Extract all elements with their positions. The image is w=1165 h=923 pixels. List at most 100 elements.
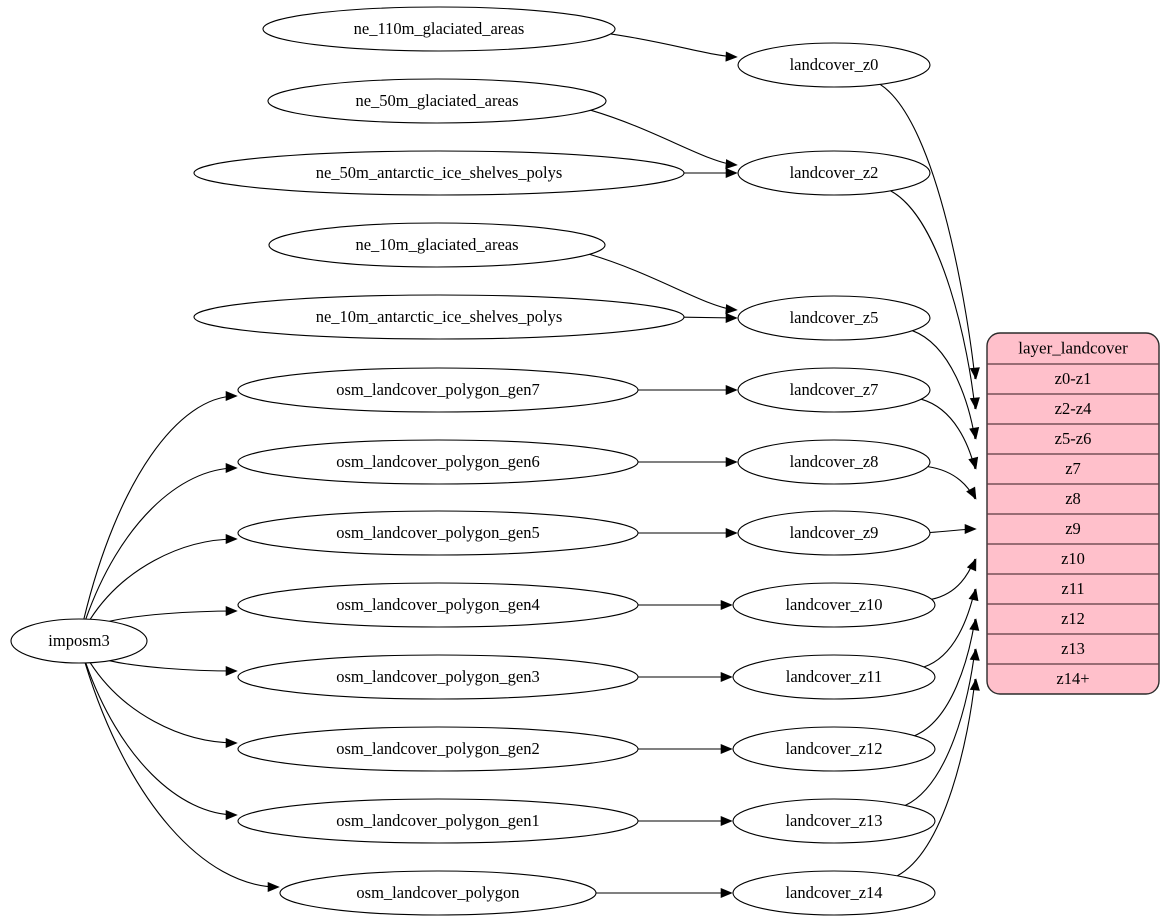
node-label: landcover_z5 [790, 308, 879, 327]
node-landcover_z5[interactable]: landcover_z5 [737, 295, 931, 341]
node-osm_landcover_polygon[interactable]: osm_landcover_polygon [279, 870, 597, 916]
edge-arrowhead [725, 167, 738, 179]
node-landcover_z11[interactable]: landcover_z11 [732, 654, 936, 700]
table-row-z13[interactable]: z13 [987, 634, 1159, 664]
node-osm_landcover_polygon_gen4[interactable]: osm_landcover_polygon_gen4 [237, 582, 639, 628]
edge-arrowhead [966, 558, 977, 572]
node-label: landcover_z7 [790, 380, 879, 399]
node-landcover_z9[interactable]: landcover_z9 [737, 510, 931, 556]
table-row-label: z8 [1065, 489, 1081, 508]
node-landcover_z7[interactable]: landcover_z7 [737, 367, 931, 413]
edge-arrowhead [969, 427, 980, 440]
edge-arrowhead [720, 743, 733, 755]
node-label: landcover_z8 [790, 452, 879, 471]
node-osm_landcover_polygon_gen1[interactable]: osm_landcover_polygon_gen1 [237, 798, 639, 844]
node-shape-natural-earth [193, 294, 685, 340]
node-shape-osm [237, 439, 639, 485]
edge-arrowhead [725, 51, 738, 62]
node-label: landcover_z9 [790, 523, 879, 542]
table-row-z11[interactable]: z11 [987, 574, 1159, 604]
edge-arrowhead [969, 397, 980, 410]
table-row-z2-z4[interactable]: z2-z4 [987, 394, 1159, 424]
edge-landcover_z10-to-row-z10 [931, 558, 976, 600]
edge-arrowhead [720, 887, 733, 899]
edge-arrowhead [725, 312, 738, 324]
edge-arrowhead [966, 486, 977, 500]
node-shape-osm [237, 726, 639, 772]
edge-landcover_z12-to-row-z12 [914, 618, 976, 737]
table-row-z10[interactable]: z10 [987, 544, 1159, 574]
node-label: osm_landcover_polygon_gen1 [336, 811, 539, 830]
edge-arrowhead [725, 456, 738, 468]
node-shape-landcover [737, 150, 931, 196]
node-ne_50m_glaciated_areas[interactable]: ne_50m_glaciated_areas [267, 78, 607, 124]
table-row-z14+[interactable]: z14+ [987, 664, 1159, 694]
node-label: ne_50m_glaciated_areas [355, 91, 518, 110]
node-ne_10m_antarctic_ice_shelves_polys[interactable]: ne_10m_antarctic_ice_shelves_polys [193, 294, 685, 340]
node-label: landcover_z2 [790, 163, 879, 182]
layer-landcover-table: layer_landcoverz0-z1z2-z4z5-z6z7z8z9z10z… [986, 332, 1160, 695]
edge-ne_110m_glaciated_areas-to-landcover_z0 [610, 33, 737, 58]
edge-arrowhead [225, 605, 238, 617]
edge-arrowhead [225, 390, 238, 402]
node-ne_110m_glaciated_areas[interactable]: ne_110m_glaciated_areas [262, 6, 616, 52]
node-landcover_z12[interactable]: landcover_z12 [732, 726, 936, 772]
node-label: osm_landcover_polygon [356, 883, 519, 902]
table-row-z7[interactable]: z7 [987, 454, 1159, 484]
edge-ne_10m_glaciated_areas-to-landcover_z5 [589, 253, 737, 311]
node-label: osm_landcover_polygon_gen5 [336, 523, 539, 542]
table-row-z9[interactable]: z9 [987, 514, 1159, 544]
node-label: landcover_z12 [785, 739, 882, 758]
nodes-layer: imposm3 ne_110m_glaciated_areas ne_50m_gla… [10, 6, 936, 916]
edge-imposm3-to-osm_landcover_polygon_gen1 [85, 662, 237, 816]
table-row-z0-z1[interactable]: z0-z1 [987, 364, 1159, 394]
edge-arrowhead [225, 737, 238, 749]
table-row-z5-z6[interactable]: z5-z6 [987, 424, 1159, 454]
node-landcover_z2[interactable]: landcover_z2 [737, 150, 931, 196]
edges-layer [83, 33, 980, 899]
edge-arrowhead [725, 384, 738, 396]
node-osm_landcover_polygon_gen6[interactable]: osm_landcover_polygon_gen6 [237, 439, 639, 485]
edge-imposm3-to-osm_landcover_polygon_gen7 [83, 395, 237, 620]
node-label: osm_landcover_polygon_gen3 [336, 667, 539, 686]
node-landcover_z10[interactable]: landcover_z10 [732, 582, 936, 628]
edge-imposm3-to-osm_landcover_polygon_gen2 [89, 662, 237, 744]
edge-arrowhead [225, 462, 238, 474]
edge-landcover_z8-to-row-z8 [927, 466, 976, 500]
edge-imposm3-to-osm_landcover_polygon_gen5 [89, 538, 237, 620]
node-shape-landcover [737, 42, 931, 88]
node-ne_50m_antarctic_ice_shelves_polys[interactable]: ne_50m_antarctic_ice_shelves_polys [193, 150, 685, 196]
node-imposm3[interactable]: imposm3 [10, 618, 148, 664]
edge-arrowhead [267, 881, 280, 893]
node-osm_landcover_polygon_gen7[interactable]: osm_landcover_polygon_gen7 [237, 367, 639, 413]
node-label: landcover_z14 [785, 883, 882, 902]
table-row-label: z9 [1065, 519, 1081, 538]
node-label: landcover_z11 [786, 667, 883, 686]
node-ne_10m_glaciated_areas[interactable]: ne_10m_glaciated_areas [268, 222, 606, 268]
edge-landcover_z5-to-row-z5-z6 [912, 330, 976, 440]
edge-imposm3-to-osm_landcover_polygon_gen4 [109, 610, 237, 622]
node-landcover_z0[interactable]: landcover_z0 [737, 42, 931, 88]
node-shape-osm [279, 870, 597, 916]
edge-landcover_z0-to-row-z0-z1 [879, 83, 976, 380]
node-label: landcover_z13 [785, 811, 882, 830]
node-label: osm_landcover_polygon_gen2 [336, 739, 539, 758]
table-row-label: z0-z1 [1055, 369, 1092, 388]
node-landcover_z14[interactable]: landcover_z14 [732, 870, 936, 916]
table-row-z12[interactable]: z12 [987, 604, 1159, 634]
node-landcover_z13[interactable]: landcover_z13 [732, 798, 936, 844]
edge-imposm3-to-osm_landcover_polygon_gen6 [85, 467, 237, 620]
node-shape-landcover [732, 798, 936, 844]
node-osm_landcover_polygon_gen5[interactable]: osm_landcover_polygon_gen5 [237, 510, 639, 556]
node-osm_landcover_polygon_gen2[interactable]: osm_landcover_polygon_gen2 [237, 726, 639, 772]
node-landcover_z8[interactable]: landcover_z8 [737, 439, 931, 485]
edge-arrowhead [225, 809, 238, 821]
node-shape-natural-earth [262, 6, 616, 52]
node-label: ne_10m_antarctic_ice_shelves_polys [316, 307, 563, 326]
edge-arrowhead [969, 367, 980, 380]
node-shape-osm [237, 654, 639, 700]
table-row-z8[interactable]: z8 [987, 484, 1159, 514]
node-osm_landcover_polygon_gen3[interactable]: osm_landcover_polygon_gen3 [237, 654, 639, 700]
node-shape-landcover [732, 726, 936, 772]
edge-arrowhead [969, 678, 980, 691]
